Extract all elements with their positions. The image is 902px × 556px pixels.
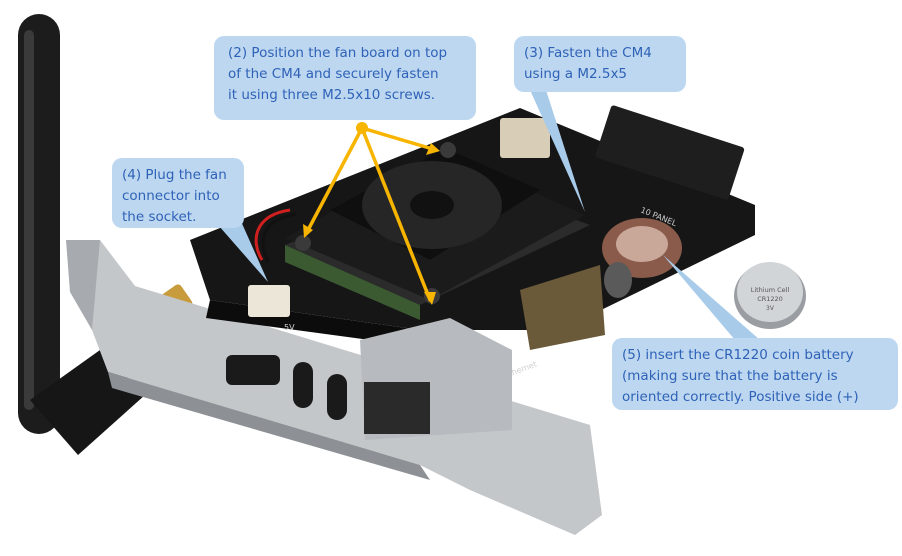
coin-battery: Lithium Cell CR1220 3V	[734, 262, 806, 329]
arrow-line	[360, 126, 432, 302]
callout-step4-line1: (4) Plug the fan	[122, 167, 227, 183]
callout-step5: (5) insert the CR1220 coin battery (maki…	[612, 338, 898, 410]
screw-icon	[295, 235, 311, 251]
magjack	[520, 265, 605, 350]
pointer-step5	[663, 255, 760, 340]
ethernet-port	[360, 265, 605, 440]
callout-step2-line1: (2) Position the fan board on top	[228, 45, 448, 61]
arrow-line	[305, 126, 364, 234]
callout-step3-line2: using a M2.5x5	[524, 66, 628, 82]
callout-step4: (4) Plug the fan connector into the sock…	[112, 158, 244, 228]
fan-connector	[248, 208, 297, 317]
battery-voltage-text: 3V	[766, 305, 775, 312]
callout-step4-line3: the socket.	[122, 209, 197, 225]
capacitor	[604, 262, 632, 298]
jack-silkscreen: 5V	[284, 323, 295, 332]
battery-holder	[602, 218, 682, 298]
callout-step2: (2) Position the fan board on top of the…	[214, 36, 476, 120]
callout-step5-line3: oriented correctly. Positive side (+)	[622, 389, 859, 405]
screw-arrows	[303, 122, 440, 305]
pointer-step3	[530, 90, 585, 212]
hdmi-port	[226, 355, 280, 385]
callout-pointers	[205, 90, 760, 340]
arrow-head	[303, 224, 313, 238]
battery-model-text: CR1220	[757, 295, 783, 303]
arrow-head	[424, 292, 436, 305]
fan-board	[285, 142, 585, 304]
callout-step5-line1: (5) insert the CR1220 coin battery	[622, 347, 854, 363]
battery-brand-text: Lithium Cell	[751, 286, 790, 294]
usb-c-port	[327, 374, 347, 420]
arrow-line	[360, 126, 438, 152]
callout-step2-line3: it using three M2.5x10 screws.	[228, 87, 436, 103]
callout-step4-line2: connector into	[122, 188, 220, 204]
callout-step3: (3) Fasten the CM4 using a M2.5x5	[514, 36, 686, 92]
pointer-step4	[205, 210, 268, 282]
usb-c-port	[293, 362, 313, 408]
screw-icon	[440, 142, 456, 158]
callout-step3-line1: (3) Fasten the CM4	[524, 45, 652, 61]
arrow-head	[426, 143, 440, 155]
callout-step5-line2: (making sure that the battery is	[622, 368, 838, 384]
callout-step2-line2: of the CM4 and securely fasten	[228, 66, 439, 82]
front-ports	[226, 355, 347, 420]
